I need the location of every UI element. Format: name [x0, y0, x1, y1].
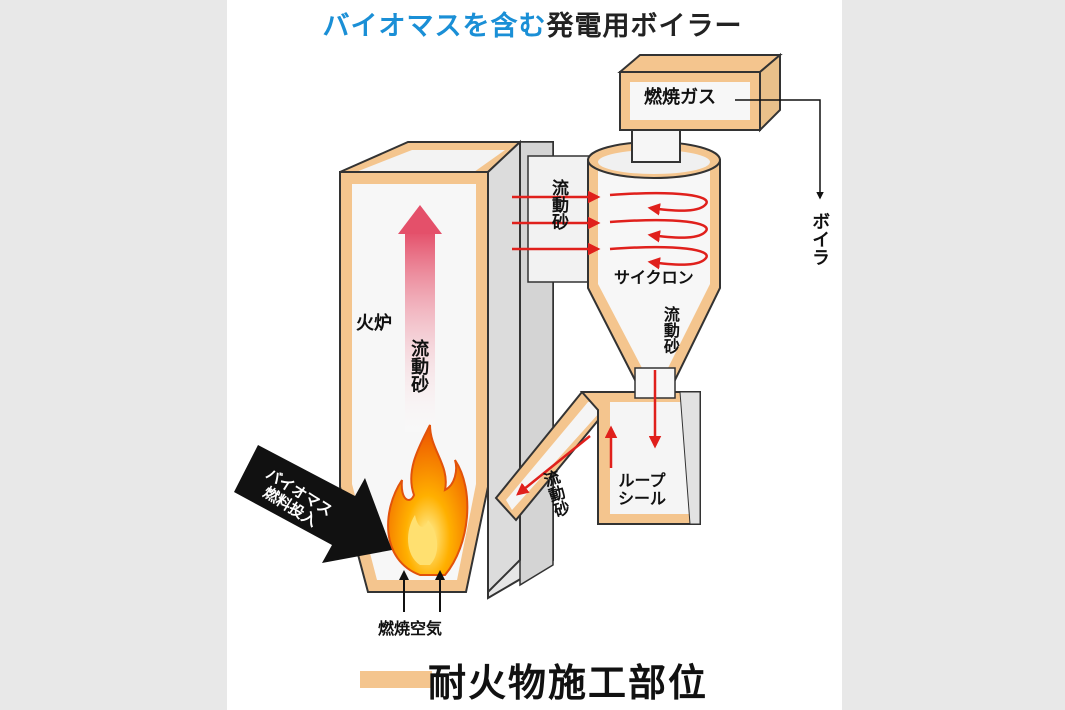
label-loop-seal: ループ シール — [618, 471, 667, 508]
diagram-title: バイオマスを含む発電用ボイラー — [0, 4, 1065, 43]
label-furnace: 火炉 — [356, 313, 392, 334]
label-fluid-sand-top: 流動砂 — [548, 179, 569, 230]
label-cyclone: サイクロン — [614, 268, 694, 287]
label-boiler: ボイラ — [809, 212, 831, 266]
label-fluid-sand-furnace: 流動砂 — [408, 339, 430, 393]
loop-seal-box — [579, 391, 701, 525]
label-combustion-air: 燃焼空気 — [378, 619, 443, 638]
return-leg-arrow — [516, 435, 591, 496]
combustion-air-arrows — [399, 570, 445, 612]
label-fluid-sand-cyclone: 流動砂 — [660, 306, 680, 354]
furnace-flow-arrow — [398, 205, 442, 432]
title-part-blue: バイオマスを含む — [322, 11, 547, 42]
legend-label: 耐火物施工部位 — [428, 661, 709, 705]
label-combustion-gas: 燃焼ガス — [644, 87, 716, 108]
cyclone-inlet-arrows — [512, 190, 601, 256]
legend-swatch — [360, 671, 432, 688]
flame-icon — [387, 424, 469, 576]
boiler-flow-line — [735, 99, 824, 200]
title-part-dark: 発電用ボイラー — [546, 11, 743, 42]
biomass-input-arrow — [234, 445, 392, 563]
combustion-gas-duct — [617, 52, 783, 133]
cyclone-swirl-arrows — [609, 191, 708, 270]
